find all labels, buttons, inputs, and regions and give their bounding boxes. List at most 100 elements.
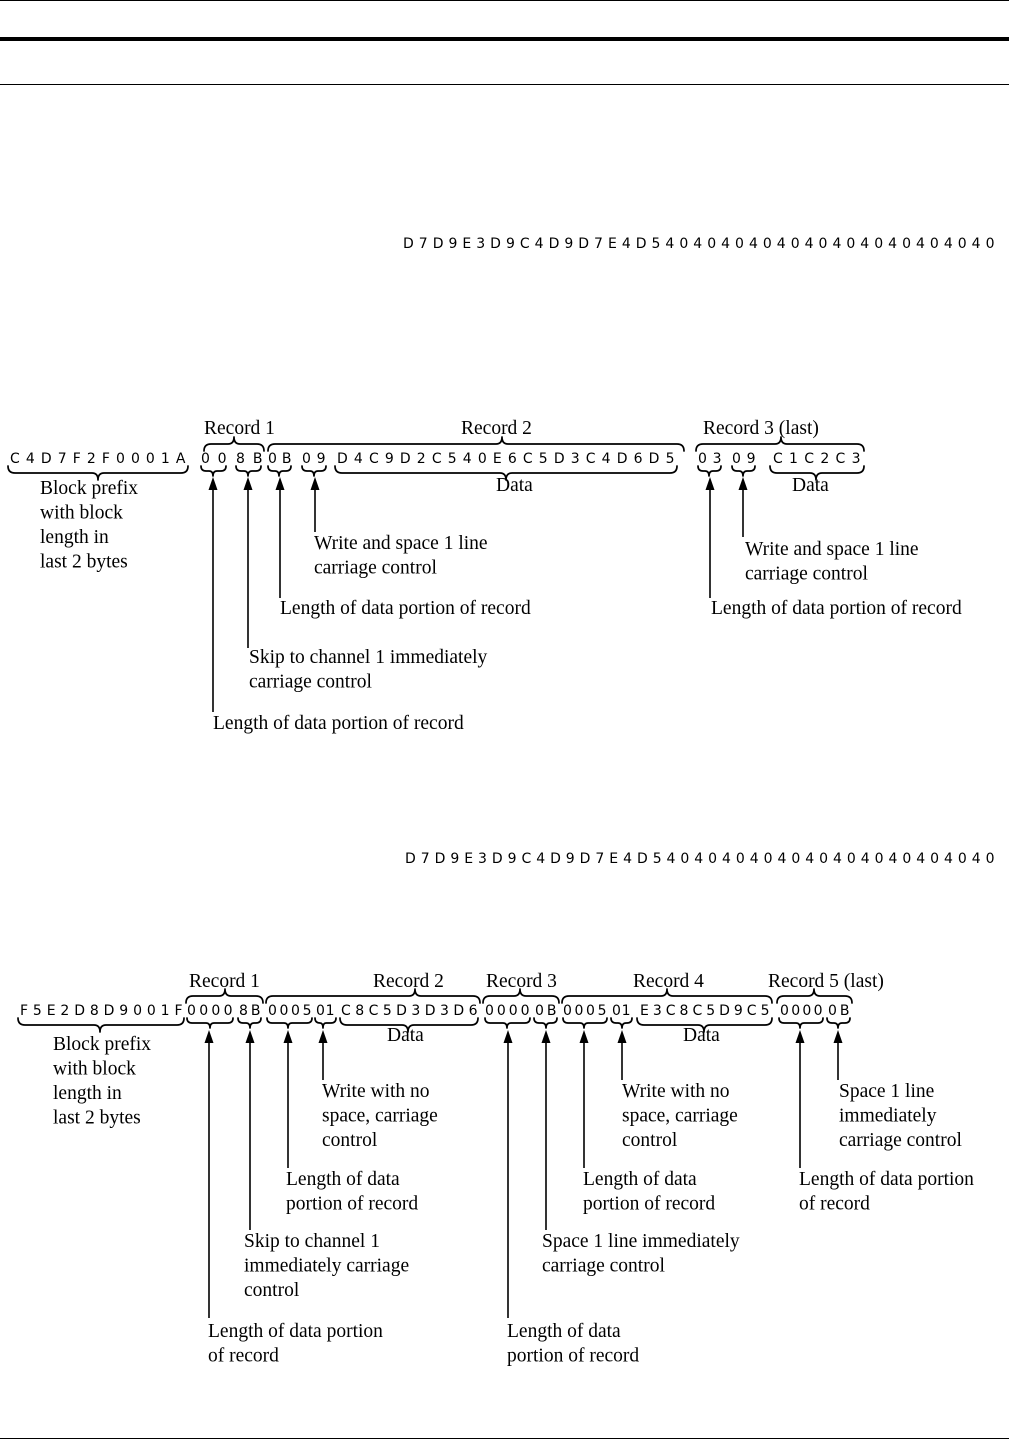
fig2-r4-length-brace (562, 1017, 608, 1029)
fig2-block-prefix-hex: F5E2D8D9001F (20, 1003, 183, 1019)
fig2-r3-carriage-annotation: Space 1 line immediately carriage contro… (542, 1231, 745, 1277)
fig2-r1-length-annotation: Length of data portion of record (208, 1321, 388, 1367)
fig2-r4-carriage-annotation: Write with no space, carriage control (622, 1081, 743, 1151)
header-rule-thick (0, 37, 1009, 41)
fig2-r5-length-brace (778, 1017, 824, 1029)
fig2-r3-carriage-brace (533, 1017, 558, 1029)
fig2-r2-length-annotation: Length of data portion of record (286, 1169, 418, 1215)
fig1-record2-brace (267, 436, 685, 452)
fig1-r1-carriage: 8B (236, 451, 263, 467)
fig1-record3-title: Record 3 (last) (703, 418, 819, 439)
fig2-record5-brace (776, 988, 853, 1004)
fig2-r1-carriage-arrowhead (245, 1030, 255, 1043)
footer-rule (0, 1438, 1009, 1439)
fig1-record2-data-label: Data (496, 475, 533, 496)
fig2-r4-length-annotation: Length of data portion of record (583, 1169, 715, 1215)
fig2-r3-carriage-arrowhead (541, 1030, 551, 1043)
fig1-r3-data: C1C2C3 (773, 451, 861, 467)
fig1-r3-carriage-arrowhead (738, 477, 748, 490)
fig2-r1-carriage-annotation: Skip to channel 1 immediately carriage c… (244, 1231, 414, 1301)
fig1-r3-length-brace (697, 465, 722, 477)
fig2-r1-length-arrowhead (204, 1030, 214, 1043)
fig1-r1-length-annotation: Length of data portion of record (213, 713, 464, 734)
fig2-record3-brace (482, 988, 560, 1004)
fig1-r2-carriage-annotation: Write and space 1 line carriage control (314, 533, 492, 579)
fig2-r4-carriage-arrowhead (617, 1030, 627, 1043)
fig1-r1-length-brace (200, 465, 227, 477)
fig2-record3-title: Record 3 (486, 971, 557, 992)
header-rule-top (0, 0, 1009, 1)
fig1-block-prefix-hex: C4D7F2F0001A (10, 451, 186, 467)
fig2-r2-length-arrowhead (283, 1030, 293, 1043)
fig1-r2-data: D4C9D2C540E6C5D3C4D6D5 (337, 451, 675, 467)
fig1-r3-length: 03 (698, 451, 722, 467)
fig1-r2-carriage-arrowhead (310, 477, 320, 490)
fig1-r2-length: 0B (268, 451, 292, 467)
header-rule-bottom (0, 84, 1009, 85)
fig2-r2-carriage-annotation: Write with no space, carriage control (322, 1081, 443, 1151)
fig2-r5-carriage: 0B (828, 1003, 850, 1019)
fig1-r3-length-annotation: Length of data portion of record (711, 598, 962, 619)
fig2-record2-brace (265, 988, 481, 1004)
fig2-record1-brace (185, 988, 264, 1004)
fig1-r1-length-arrowhead (208, 477, 218, 490)
fig1-r2-data-brace (334, 465, 678, 481)
fig2-record4-data-label: Data (683, 1025, 720, 1046)
fig1-r2-carriage-brace (301, 465, 327, 477)
fig2-r4-carriage: 01 (612, 1003, 631, 1019)
fig2-r1-carriage-brace (237, 1017, 262, 1029)
fig2-record2-title: Record 2 (373, 971, 444, 992)
fig2-r5-length-annotation: Length of data portion of record (799, 1169, 979, 1215)
fig1-r3-carriage: 09 (732, 451, 756, 467)
fig1-r1-carriage-brace (235, 465, 262, 477)
fig1-r3-length-arrowhead (705, 477, 715, 490)
fig1-r2-length-brace (267, 465, 292, 477)
fig2-r5-carriage-arrowhead (833, 1030, 843, 1043)
fig2-r2-carriage: 01 (316, 1003, 335, 1019)
fig2-record2-data-label: Data (387, 1025, 424, 1046)
fig2-r2-data: C8C5D3D3D6 (341, 1003, 478, 1019)
fig2-block-prefix-label: Block prefix with block length in last 2… (53, 1034, 156, 1129)
fig2-r4-carriage-brace (610, 1017, 633, 1029)
fig1-block-prefix-label: Block prefix with block length in last 2… (40, 478, 143, 573)
fig2-r3-length-arrowhead (503, 1030, 513, 1043)
fig1-r1-carriage-annotation: Skip to channel 1 immediately carriage c… (249, 647, 492, 693)
fig2-r3-carriage: 0B (535, 1003, 557, 1019)
fig2-r5-length-arrowhead (795, 1030, 805, 1043)
fig1-r3-carriage-brace (731, 465, 756, 477)
fig2-record5-title: Record 5 (last) (768, 971, 884, 992)
fig2-r2-carriage-brace (314, 1017, 337, 1029)
fig1-r2-carriage: 09 (302, 451, 326, 467)
fig2-block-prefix-brace (17, 1017, 185, 1033)
fig2-record4-brace (561, 988, 773, 1004)
fig1-r3-data-brace (769, 465, 865, 481)
fig1-r2-length-annotation: Length of data portion of record (280, 598, 531, 619)
fig2-r2-data-brace (339, 1017, 479, 1033)
fig1-r1-carriage-arrowhead (243, 477, 253, 490)
fig1-r3-carriage-annotation: Write and space 1 line carriage control (745, 539, 923, 585)
fig2-r4-data: E3C8C5D9C5 (640, 1003, 770, 1019)
fig1-record1-brace (203, 436, 265, 452)
fig2-r2-length-brace (266, 1017, 313, 1029)
fig1-block-prefix-brace (7, 465, 189, 481)
fig1-hex-line: D7D9E3D9C4D9D7E4D54040404040404040404040… (403, 236, 995, 252)
fig2-r4-length-arrowhead (579, 1030, 589, 1043)
fig2-r1-carriage: 8B (239, 1003, 261, 1019)
fig2-r4-length: 0005 (563, 1003, 607, 1019)
fig2-r5-carriage-annotation: Space 1 line immediately carriage contro… (839, 1081, 962, 1151)
fig2-r2-length: 0005 (268, 1003, 312, 1019)
fig1-r2-length-arrowhead (275, 477, 285, 490)
fig2-r1-length-brace (186, 1017, 234, 1029)
figure-1: D7D9E3D9C4D9D7E4D54040404040404040404040… (7, 236, 995, 734)
fig2-r4-data-brace (636, 1017, 773, 1033)
fig2-hex-line: D7D9E3D9C4D9D7E4D54040404040404040404040… (405, 851, 995, 867)
fig1-record1-title: Record 1 (204, 418, 275, 439)
fig1-r1-length: 00 (201, 451, 227, 467)
fig2-record4-title: Record 4 (633, 971, 704, 992)
fig2-r3-length-annotation: Length of data portion of record (507, 1321, 639, 1367)
fig1-record3-data-label: Data (792, 475, 829, 496)
fig1-record2-title: Record 2 (461, 418, 532, 439)
fig2-r1-length: 0000 (187, 1003, 233, 1019)
fig2-record1-title: Record 1 (189, 971, 260, 992)
